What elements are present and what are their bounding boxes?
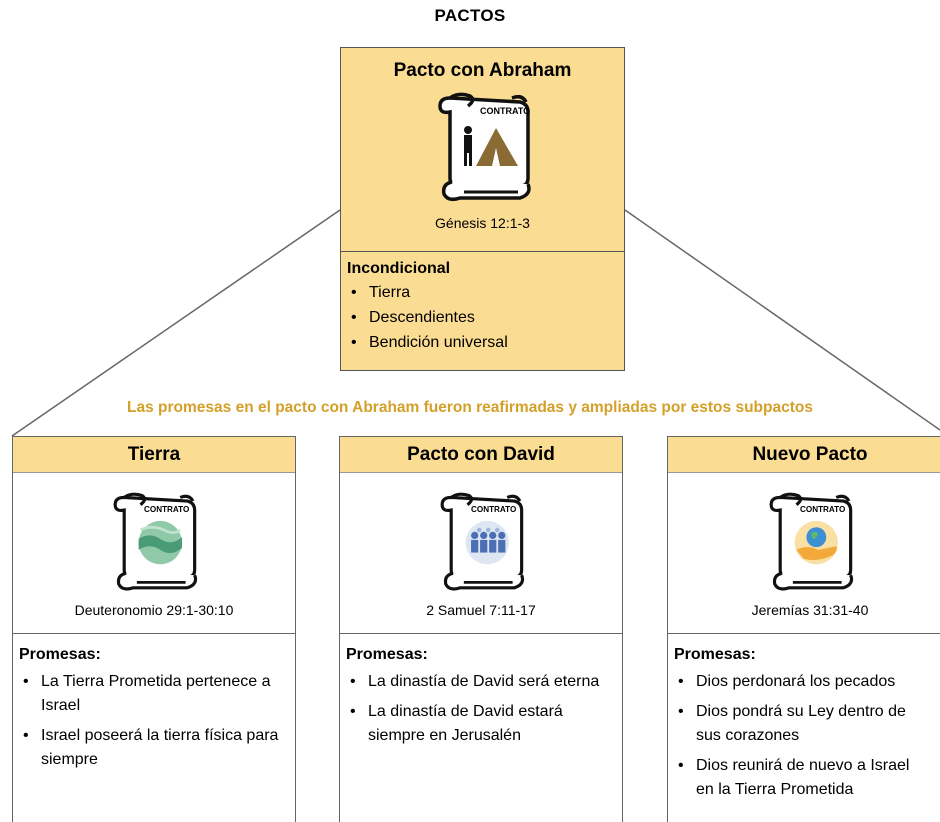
list-item: Descendientes [347, 305, 624, 330]
list-item: Tierra [347, 280, 624, 305]
list-item: La Tierra Prometida pertenece a Israel [19, 670, 295, 718]
card-title: Pacto con David [340, 437, 622, 473]
contract-label: CONTRATO [800, 505, 845, 514]
contract-label: CONTRATO [480, 106, 530, 116]
main-covenant-card: Pacto con Abraham CONTRATO Génesis 12:1-… [340, 47, 625, 371]
promises-list: Dios perdonará los pecados Dios pondrá s… [674, 670, 922, 802]
list-item: Bendición universal [347, 330, 624, 355]
card-icon-area: CONTRATO 2 Samuel 7:11-17 [340, 473, 622, 634]
main-covenant-body: Incondicional Tierra Descendientes Bendi… [341, 252, 624, 355]
main-covenant-heading: Incondicional [347, 260, 451, 277]
contract-label: CONTRATO [471, 505, 516, 514]
list-item: La dinastía de David estará siempre en J… [346, 700, 622, 748]
card-promises: Promesas: La dinastía de David será eter… [340, 634, 622, 748]
list-item: Dios reunirá de nuevo a Israel en la Tie… [674, 754, 922, 802]
contract-scroll-icon: CONTRATO [104, 483, 204, 595]
card-reference: 2 Samuel 7:11-17 [426, 602, 536, 618]
main-covenant-title: Pacto con Abraham [393, 60, 572, 81]
promises-heading: Promesas: [19, 646, 101, 663]
main-covenant-list: Tierra Descendientes Bendición universal [347, 280, 624, 355]
promises-list: La Tierra Prometida pertenece a Israel I… [19, 670, 295, 772]
list-item: Dios pondrá su Ley dentro de sus corazon… [674, 700, 922, 748]
main-covenant-reference: Génesis 12:1-3 [435, 215, 530, 231]
list-item: La dinastía de David será eterna [346, 670, 622, 694]
main-covenant-header: Pacto con Abraham CONTRATO Génesis 12:1-… [341, 48, 624, 252]
card-icon-area: CONTRATO Deuteronomio 29:1-30:10 [13, 473, 295, 634]
subcovenant-card-david: Pacto con David CONTRATO [339, 436, 623, 822]
promises-heading: Promesas: [674, 646, 756, 663]
subcovenant-card-nuevo-pacto: Nuevo Pacto CONTRATO Jeremías 31:31-40 P… [667, 436, 940, 822]
card-title: Tierra [13, 437, 295, 473]
promises-list: La dinastía de David será eterna La dina… [346, 670, 622, 748]
card-reference: Jeremías 31:31-40 [751, 602, 869, 618]
card-title: Nuevo Pacto [668, 437, 940, 473]
card-promises: Promesas: Dios perdonará los pecados Dio… [668, 634, 940, 802]
card-reference: Deuteronomio 29:1-30:10 [74, 602, 234, 618]
card-icon-area: CONTRATO Jeremías 31:31-40 [668, 473, 940, 634]
contract-label: CONTRATO [144, 505, 189, 514]
list-item: Dios perdonará los pecados [674, 670, 922, 694]
contract-scroll-icon: CONTRATO [428, 82, 538, 202]
subcovenant-banner: Las promesas en el pacto con Abraham fue… [127, 399, 813, 416]
connector-right [624, 209, 940, 431]
contract-scroll-icon: CONTRATO [760, 483, 860, 595]
list-item: Israel poseerá la tierra física para sie… [19, 724, 295, 772]
page-title: PACTOS [434, 6, 506, 25]
contract-scroll-icon: CONTRATO [431, 483, 531, 595]
promises-heading: Promesas: [346, 646, 428, 663]
subcovenant-card-tierra: Tierra CONTRATO Deuteronomio 29:1-30:10 … [12, 436, 296, 822]
card-promises: Promesas: La Tierra Prometida pertenece … [13, 634, 295, 772]
